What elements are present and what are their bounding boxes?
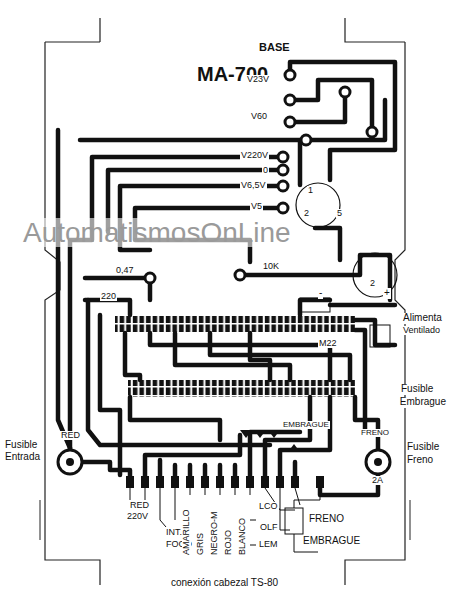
fuse-label: RED xyxy=(60,431,81,440)
switch-label: OLF xyxy=(259,523,279,532)
switch-label: LEM xyxy=(258,540,279,549)
switch-label: LCO xyxy=(258,502,279,511)
pin-number: 2 xyxy=(303,209,310,218)
callout-text: Freno xyxy=(406,455,434,466)
connector-name: M22 xyxy=(318,339,338,348)
callout-text: Ventilado xyxy=(402,326,441,335)
wire-label: INT. xyxy=(165,528,183,537)
fuse-rating: 2A xyxy=(371,476,384,485)
polarity-mark: - xyxy=(318,288,323,299)
wire-color: AMARILLO xyxy=(182,508,191,556)
wire-color: NEGRO-M xyxy=(210,511,219,557)
voltage-label: 0 xyxy=(262,166,269,175)
wire-label: RED xyxy=(129,501,150,510)
wire-color: BLANCO xyxy=(238,517,247,556)
wire-color: ROJO xyxy=(224,529,233,556)
voltage-label: V6,5V xyxy=(240,181,267,190)
wire-color: GRIS xyxy=(196,532,205,556)
voltage-label: V220V xyxy=(240,151,269,160)
resistor-value: 10K xyxy=(262,262,280,271)
resistor-value: 0,47 xyxy=(115,266,135,275)
callout-text: Fusible xyxy=(406,442,440,453)
callout-text: Fusible xyxy=(4,440,38,451)
pin-number: 5 xyxy=(336,209,343,218)
board-label: FRENO xyxy=(360,429,390,437)
callout-text: Fusible xyxy=(400,384,434,395)
caption: conexión cabezal TS-80 xyxy=(170,578,279,589)
pin-number: 2 xyxy=(369,279,376,288)
board-label: EMBRAGUE xyxy=(282,421,330,429)
callout-text: Alimenta xyxy=(402,313,443,324)
relay-label: EMBRAGUE xyxy=(302,536,361,547)
board-title: BASE xyxy=(258,42,291,54)
polarity-mark: + xyxy=(383,288,391,299)
pin-number: 1 xyxy=(307,186,314,195)
relay-label: FRENO xyxy=(308,514,345,525)
voltage-label: V60 xyxy=(250,112,268,121)
voltage-label: V5 xyxy=(250,202,263,211)
callout-text: Embrague xyxy=(399,397,447,408)
watermark: AutomatismosOnLine xyxy=(22,218,292,247)
callout-text: Entrada xyxy=(4,452,41,463)
resistor-value: 220 xyxy=(100,292,117,301)
wire-label: 220V xyxy=(126,512,149,521)
voltage-label: V23V xyxy=(246,75,270,84)
